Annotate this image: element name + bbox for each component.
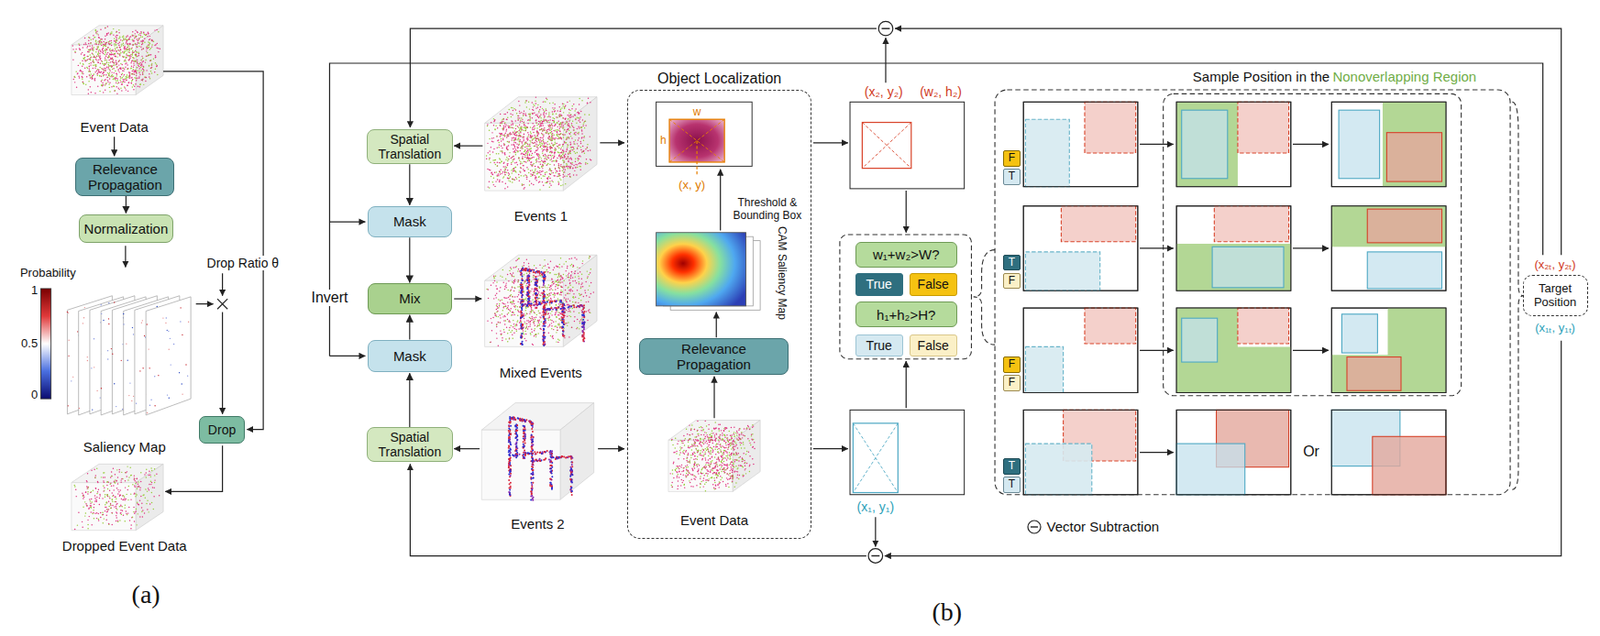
figure-canvas: Relevance PropagationNormalizationDropSp… [0, 0, 1600, 636]
